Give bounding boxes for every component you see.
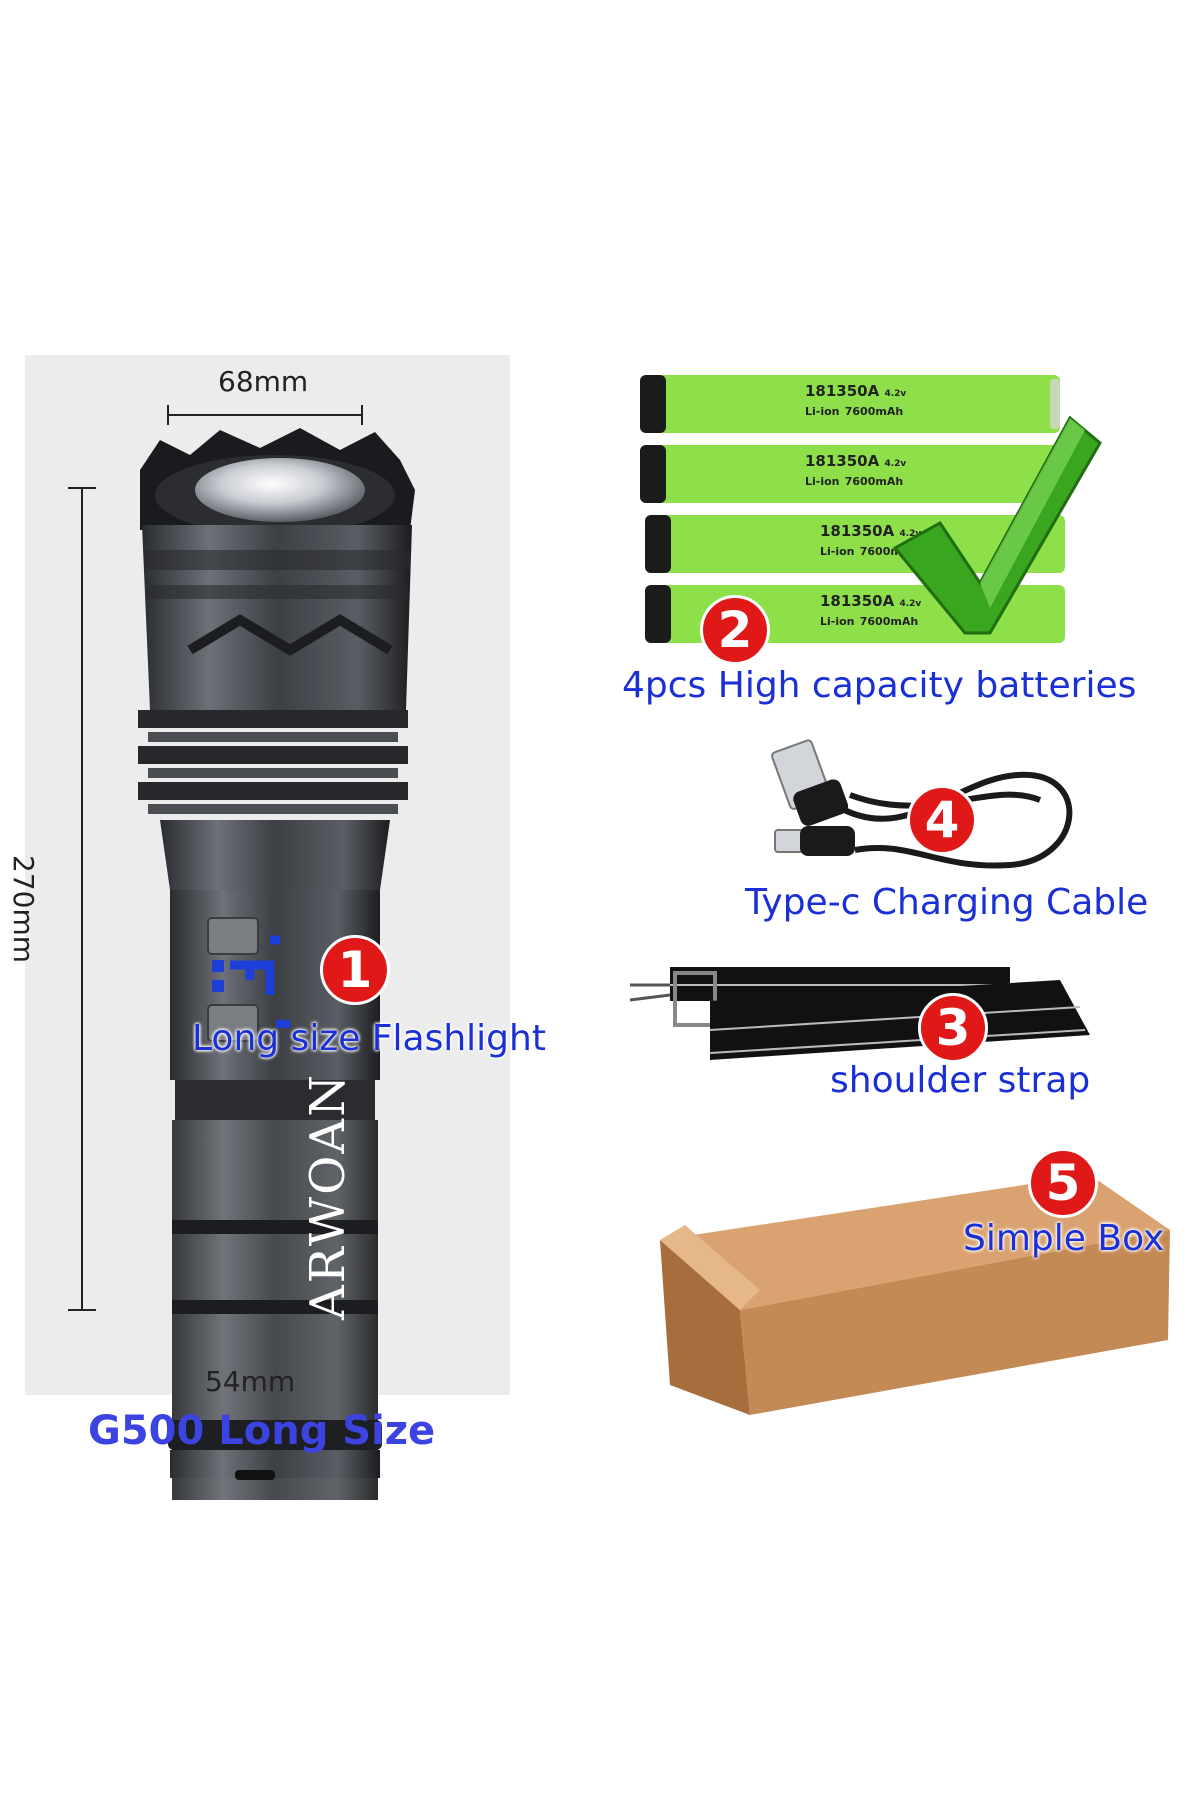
battery-voltage: 4.2v (899, 529, 922, 539)
battery-voltage: 4.2v (884, 459, 907, 469)
charging-cable-image (771, 739, 1073, 869)
model-title: G500 Long Size (88, 1408, 436, 1454)
battery-type: Li-ion (820, 545, 855, 558)
batteries-label: 4pcs High capacity batteries (622, 665, 1137, 706)
battery-capacity: 7600mAh (844, 475, 904, 488)
battery-type: Li-ion (805, 405, 840, 418)
badge-5: 5 (1028, 1148, 1098, 1218)
battery-model: 181350A (805, 452, 880, 470)
box-label: Simple Box (963, 1218, 1165, 1259)
width-top-dimension: 68mm (218, 365, 309, 398)
badge-1: 1 (320, 935, 390, 1005)
battery-1-text: 181350A 4.2v Li-ion 7600mAh (805, 383, 906, 420)
battery-voltage: 4.2v (884, 389, 907, 399)
battery-2-text: 181350A 4.2v Li-ion 7600mAh (805, 453, 906, 490)
battery-1 (640, 375, 1060, 433)
battery-type: Li-ion (805, 475, 840, 488)
battery-model: 181350A (820, 592, 895, 610)
strap-label: shoulder strap (830, 1060, 1091, 1101)
battery-type: Li-ion (820, 615, 855, 628)
battery-voltage: 4.2v (899, 599, 922, 609)
badge-2: 2 (700, 595, 770, 665)
battery-2 (640, 445, 1060, 503)
battery-capacity: 7600mAh (844, 405, 904, 418)
battery-model: 181350A (805, 382, 880, 400)
watermark: ARWOAN (300, 1072, 356, 1320)
badge-3: 3 (918, 993, 988, 1063)
flashlight-image (138, 428, 415, 1500)
check-mark-icon (892, 415, 1102, 635)
length-dimension: 270mm (7, 855, 40, 963)
cable-label: Type-c Charging Cable (745, 882, 1149, 923)
width-bottom-dimension: 54mm (205, 1365, 296, 1398)
badge-4: 4 (907, 785, 977, 855)
simple-box-image (660, 1175, 1170, 1415)
flashlight-label: Long size Flashlight (192, 1018, 546, 1059)
battery-capacity: 7600mAh (859, 615, 919, 628)
battery-model: 181350A (820, 522, 895, 540)
shoulder-strap-image (629, 967, 1090, 1060)
battery-4-text: 181350A 4.2v Li-ion 7600mAh (820, 593, 921, 630)
